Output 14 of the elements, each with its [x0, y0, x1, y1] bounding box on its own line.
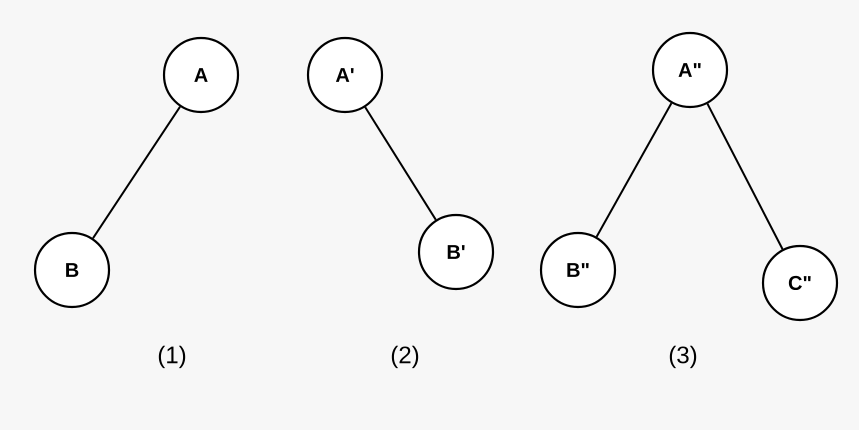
figure-label: (1) [158, 346, 186, 368]
figure-label: (2) [392, 346, 418, 368]
connector-line [596, 102, 672, 238]
circle-node: B [34, 232, 110, 308]
circle-node: A" [652, 32, 728, 108]
connector-line [92, 106, 181, 239]
circle-node: C" [762, 244, 838, 322]
figure-label: (3) [670, 346, 696, 368]
circle-node: B" [540, 232, 616, 308]
circle-node: A' [306, 36, 384, 114]
connector-line [364, 106, 437, 220]
connector-line [706, 103, 784, 250]
circle-node: A [162, 36, 240, 114]
circle-node: B' [418, 214, 494, 290]
